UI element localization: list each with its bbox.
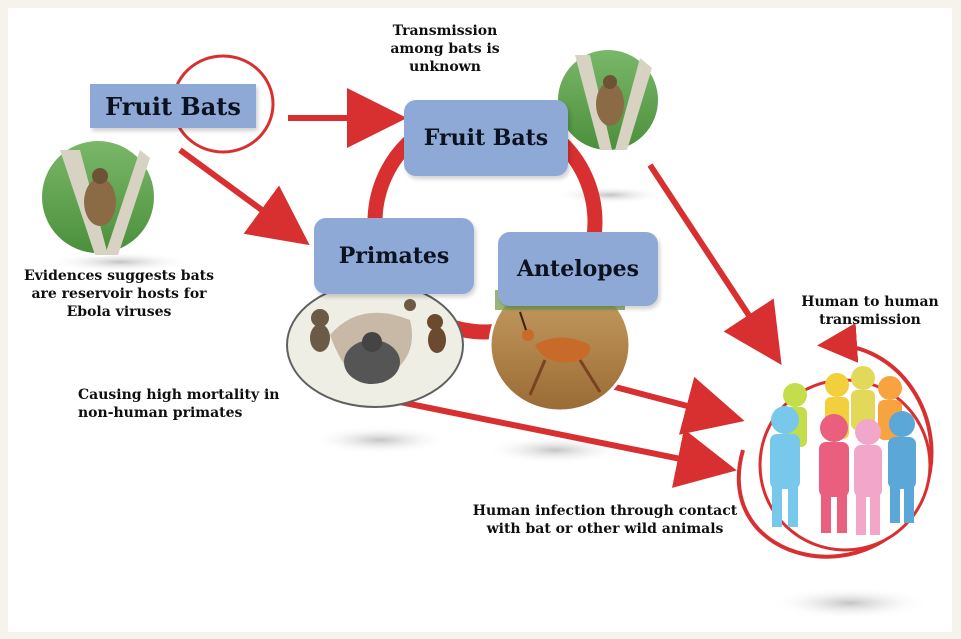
high-mortality-text: Causing high mortality in non-human prim… bbox=[78, 386, 298, 422]
primates-shadow bbox=[310, 426, 450, 454]
human-shadow bbox=[770, 587, 930, 619]
human-crowd-icon bbox=[770, 366, 916, 535]
evidence-reservoir-text: Evidences suggests bats are reservoir ho… bbox=[14, 267, 224, 321]
arrow-bats-to-humans bbox=[650, 165, 775, 355]
primates-box: Primates bbox=[314, 218, 474, 294]
fruit-bats-box-center: Fruit Bats bbox=[404, 100, 568, 176]
primates-label: Primates bbox=[339, 243, 450, 269]
fruit-bats-center-label: Fruit Bats bbox=[424, 125, 548, 151]
arrow-bats-to-primates bbox=[180, 150, 300, 238]
antelopes-box: Antelopes bbox=[498, 232, 658, 306]
antelope-shadow bbox=[485, 436, 625, 464]
fruit-bat-photo-left bbox=[40, 139, 156, 255]
human-to-human-text: Human to human transmission bbox=[780, 293, 960, 329]
fruit-bat-photo-right bbox=[556, 48, 660, 152]
antelopes-label: Antelopes bbox=[517, 256, 639, 282]
primates-photo bbox=[287, 283, 463, 407]
human-infection-text: Human infection through contact with bat… bbox=[470, 502, 740, 538]
fruit-bats-box-left: Fruit Bats bbox=[90, 84, 256, 128]
fruit-bats-left-label: Fruit Bats bbox=[105, 92, 241, 121]
bat-right-shadow bbox=[555, 186, 665, 204]
arrow-antelopes-to-humans bbox=[600, 383, 733, 418]
transmission-among-bats-text: Transmission among bats is unknown bbox=[370, 22, 520, 76]
